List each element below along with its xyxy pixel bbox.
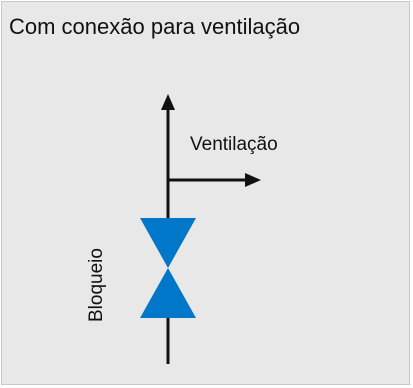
valve-top-triangle-icon — [140, 218, 196, 268]
vent-label: Ventilação — [190, 134, 278, 155]
valve-bottom-triangle-icon — [140, 268, 196, 318]
diagram-title: Com conexão para ventilação — [9, 14, 301, 39]
block-label: Bloqueio — [86, 248, 107, 322]
right-arrow-icon — [245, 173, 261, 187]
up-arrow-icon — [161, 94, 175, 110]
